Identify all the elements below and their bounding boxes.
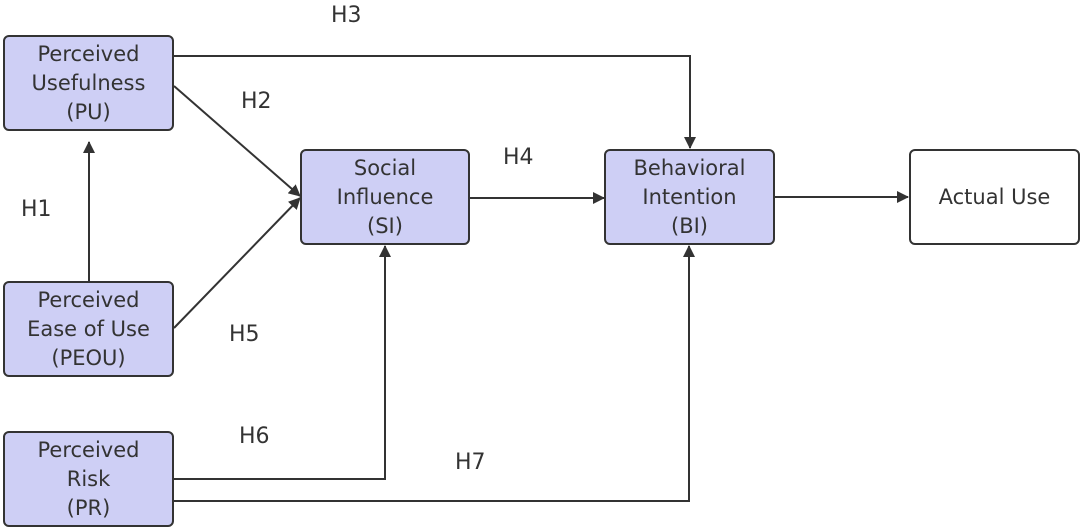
node-label-line: (PU) bbox=[66, 100, 110, 124]
node-label-line: (SI) bbox=[367, 214, 403, 238]
node-label-line: Usefulness bbox=[32, 71, 146, 95]
node-box bbox=[909, 149, 1080, 245]
edge-pu-to-si bbox=[173, 85, 301, 197]
node-box bbox=[300, 149, 470, 245]
node-box bbox=[604, 149, 775, 245]
hypothesis-label-h5: H5 bbox=[229, 322, 260, 347]
node-box bbox=[3, 35, 174, 131]
hypothesis-label-h6: H6 bbox=[239, 424, 270, 449]
edge-pr-to-bi bbox=[174, 245, 695, 502]
node-label-line: Social bbox=[354, 156, 416, 180]
edges bbox=[83, 55, 909, 502]
node-label-line: Behavioral bbox=[634, 156, 746, 180]
edge-pu-to-bi bbox=[174, 55, 696, 149]
node-label-line: Perceived bbox=[38, 288, 140, 312]
node-behavioral-intention: Behavioral Intention (BI) bbox=[604, 149, 775, 245]
node-label-line: Ease of Use bbox=[27, 317, 150, 341]
node-label-line: Intention bbox=[642, 185, 736, 209]
node-box bbox=[3, 431, 174, 527]
hypothesis-label-h1: H1 bbox=[21, 197, 52, 222]
node-actual-use: Actual Use bbox=[909, 149, 1080, 245]
node-label-line: (PEOU) bbox=[51, 346, 125, 370]
node-perceived-ease-of-use: Perceived Ease of Use (PEOU) bbox=[3, 281, 174, 377]
node-label-line: Perceived bbox=[38, 42, 140, 66]
hypothesis-label-h4: H4 bbox=[503, 145, 534, 170]
node-perceived-risk: Perceived Risk (PR) bbox=[3, 431, 174, 527]
node-label-line: Perceived bbox=[38, 438, 140, 462]
node-label-line: (BI) bbox=[671, 214, 708, 238]
node-label-line: Risk bbox=[67, 467, 111, 491]
node-label-line: (PR) bbox=[67, 496, 111, 520]
edge-pr-to-si bbox=[174, 245, 391, 480]
hypothesis-label-h7: H7 bbox=[455, 450, 486, 475]
hypothesis-label-h2: H2 bbox=[241, 89, 272, 114]
node-label-line: Influence bbox=[337, 185, 434, 209]
node-social-influence: Social Influence (SI) bbox=[300, 149, 470, 245]
hypothesis-labels: H1 H2 H3 H4 H5 H6 H7 bbox=[21, 3, 534, 475]
edge-peou-to-si bbox=[173, 197, 301, 329]
node-box bbox=[3, 281, 174, 377]
node-label-line: Actual Use bbox=[939, 185, 1051, 209]
node-perceived-usefulness: Perceived Usefulness (PU) bbox=[3, 35, 174, 131]
hypothesis-label-h3: H3 bbox=[331, 3, 362, 28]
